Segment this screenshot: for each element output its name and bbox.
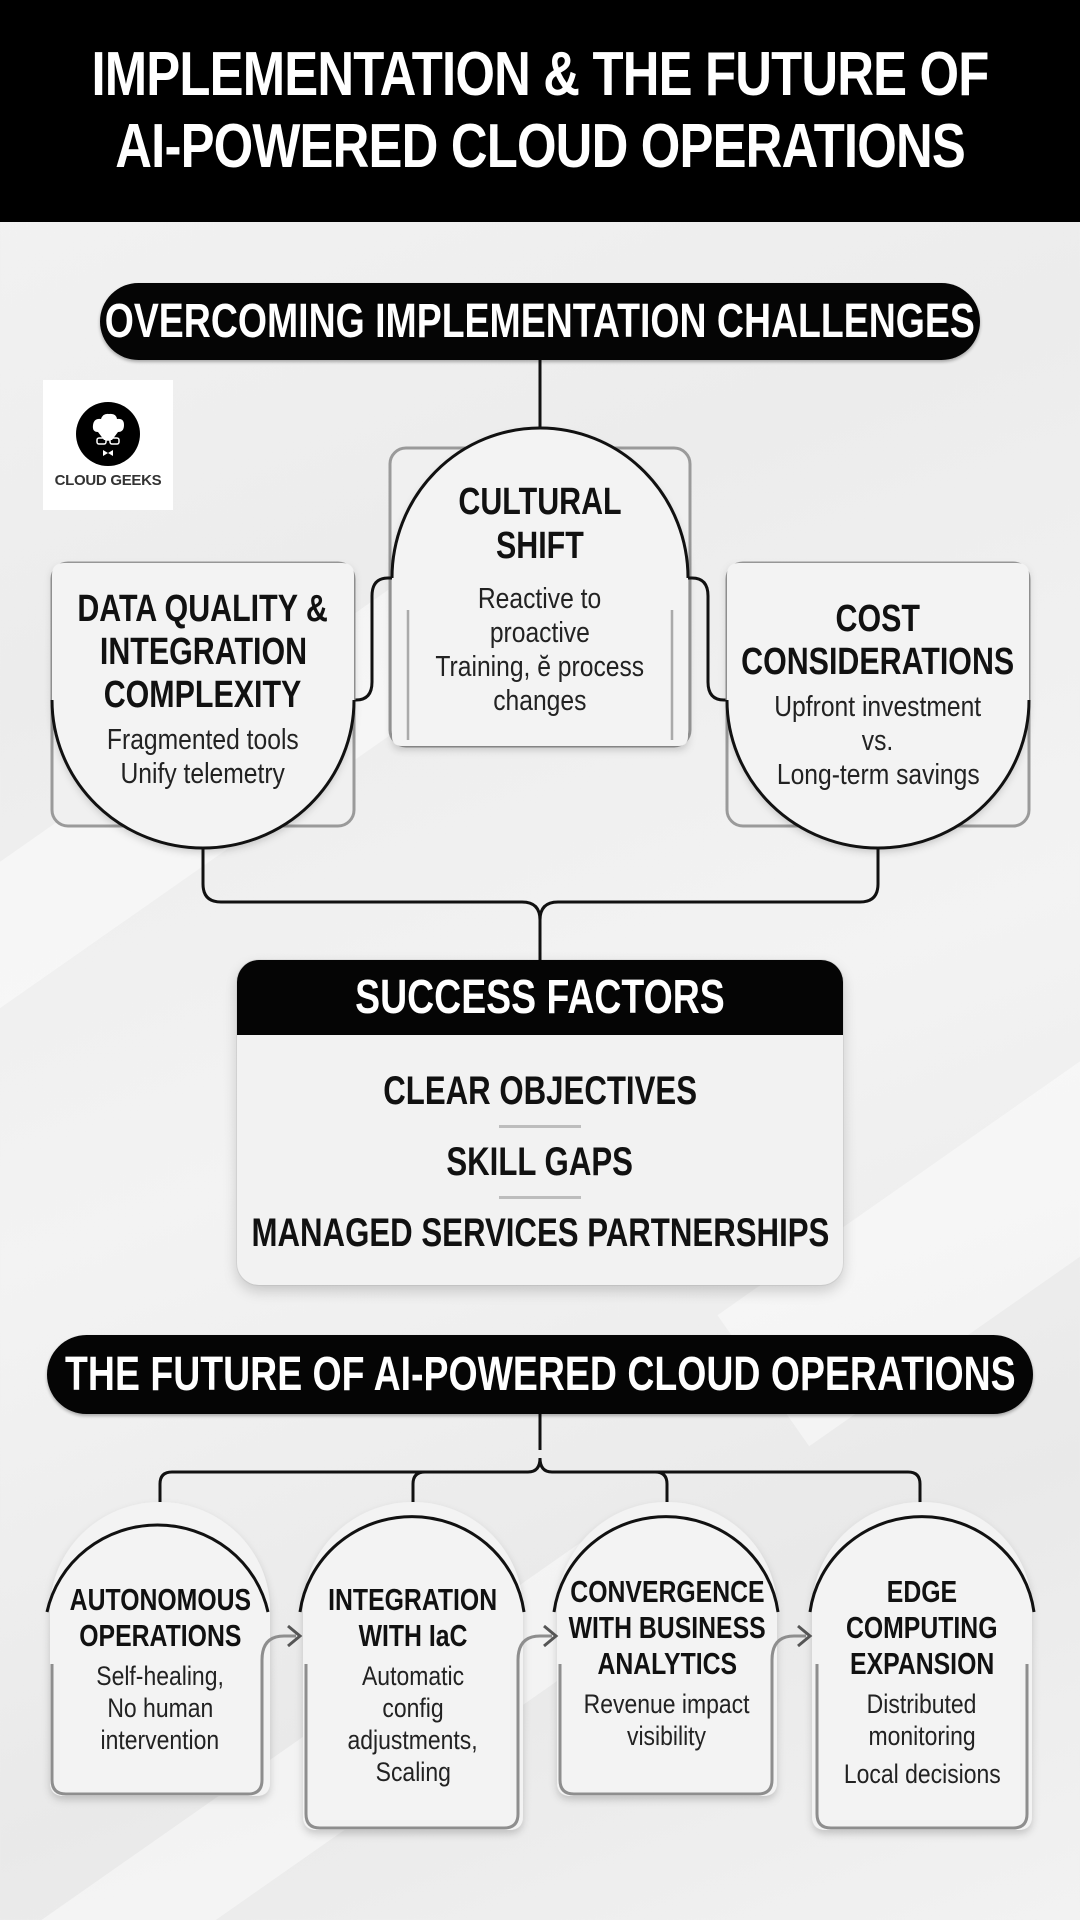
card-description: Training, ĕ process bbox=[435, 651, 645, 683]
card-description: monitoring bbox=[868, 1721, 976, 1751]
card-description: intervention bbox=[100, 1725, 220, 1755]
card-title: SHIFT bbox=[496, 525, 584, 567]
card-description: Self-healing, bbox=[96, 1661, 224, 1691]
card-title: EDGE bbox=[886, 1574, 958, 1609]
page-title-line-2: AI-POWERED CLOUD OPERATIONS bbox=[115, 112, 966, 181]
success-factor-item: CLEAR OBJECTIVES bbox=[383, 1069, 697, 1113]
card-title: WITH BUSINESS bbox=[568, 1610, 766, 1645]
challenge-card-data-quality: DATA QUALITY & INTEGRATION COMPLEXITY Fr… bbox=[52, 588, 354, 791]
challenge-card-cultural-shift: CULTURAL SHIFT Reactive to proactive Tra… bbox=[392, 480, 688, 718]
future-section-title: THE FUTURE OF AI-POWERED CLOUD OPERATION… bbox=[64, 1348, 1016, 1401]
card-description: vs. bbox=[862, 725, 894, 757]
future-card-edge-computing: EDGE COMPUTING EXPANSION Distributed mon… bbox=[812, 1574, 1032, 1790]
card-title: DATA QUALITY & bbox=[77, 588, 329, 630]
card-title: INTEGRATION bbox=[328, 1582, 498, 1617]
success-factor-item: SKILL GAPS bbox=[446, 1140, 634, 1184]
card-description: Fragmented tools bbox=[107, 724, 299, 756]
success-factor-item: MANAGED SERVICES PARTNERSHIPS bbox=[251, 1211, 829, 1255]
card-description: Distributed bbox=[867, 1689, 977, 1719]
cloud-geek-mascot-icon bbox=[76, 401, 140, 466]
card-title: OPERATIONS bbox=[78, 1618, 242, 1653]
card-title: CONSIDERATIONS bbox=[741, 641, 1015, 683]
card-title: INTEGRATION bbox=[99, 631, 307, 673]
card-description: adjustments, bbox=[347, 1725, 479, 1755]
card-description: Long-term savings bbox=[776, 759, 980, 791]
divider bbox=[499, 1196, 581, 1199]
success-factors-title: SUCCESS FACTORS bbox=[355, 971, 725, 1024]
future-card-integration-iac: INTEGRATION WITH IaC Automatic config ad… bbox=[303, 1582, 523, 1788]
card-title: COST bbox=[835, 598, 921, 640]
logo-name: CLOUD GEEKS bbox=[54, 471, 162, 489]
page-title-line-1: IMPLEMENTATION & THE FUTURE OF bbox=[91, 40, 989, 109]
success-factors-list: CLEAR OBJECTIVES SKILL GAPS MANAGED SERV… bbox=[237, 1035, 843, 1255]
card-description: proactive bbox=[489, 617, 591, 649]
card-description: Revenue impact bbox=[584, 1689, 750, 1719]
future-section-header: THE FUTURE OF AI-POWERED CLOUD OPERATION… bbox=[47, 1335, 1033, 1414]
card-description: changes bbox=[493, 685, 587, 717]
card-title: WITH IaC bbox=[358, 1618, 468, 1653]
card-description: No human bbox=[107, 1693, 213, 1723]
cloud-geeks-logo: CLOUD GEEKS bbox=[43, 380, 173, 510]
card-description: config bbox=[382, 1693, 444, 1723]
page-header: IMPLEMENTATION & THE FUTURE OF AI-POWERE… bbox=[0, 0, 1080, 222]
card-title: EXPANSION bbox=[849, 1646, 995, 1681]
card-title: ANALYTICS bbox=[597, 1646, 737, 1681]
card-title: AUTONOMOUS bbox=[69, 1582, 251, 1617]
challenges-section-header: OVERCOMING IMPLEMENTATION CHALLENGES bbox=[100, 283, 980, 360]
card-description: Scaling bbox=[375, 1757, 451, 1787]
challenges-section-title: OVERCOMING IMPLEMENTATION CHALLENGES bbox=[104, 295, 976, 348]
card-title: CONVERGENCE bbox=[569, 1574, 765, 1609]
card-description: Reactive to bbox=[478, 583, 602, 615]
challenge-card-cost-considerations: COST CONSIDERATIONS Upfront investment v… bbox=[727, 598, 1029, 792]
card-description: Automatic bbox=[361, 1661, 465, 1691]
card-title: CULTURAL bbox=[458, 481, 622, 523]
divider bbox=[499, 1125, 581, 1128]
card-description: Unify telemetry bbox=[120, 758, 286, 790]
card-title: COMPUTING bbox=[846, 1610, 998, 1645]
card-description: Upfront investment bbox=[774, 691, 982, 723]
future-card-autonomous-operations: AUTONOMOUS OPERATIONS Self-healing, No h… bbox=[50, 1582, 270, 1756]
card-description: visibility bbox=[627, 1721, 707, 1751]
success-factors-header: SUCCESS FACTORS bbox=[237, 960, 843, 1035]
success-factors-card: SUCCESS FACTORS CLEAR OBJECTIVES SKILL G… bbox=[237, 960, 843, 1285]
card-description: Local decisions bbox=[843, 1759, 1001, 1789]
future-card-business-analytics: CONVERGENCE WITH BUSINESS ANALYTICS Reve… bbox=[557, 1574, 777, 1752]
card-title: COMPLEXITY bbox=[104, 674, 302, 716]
